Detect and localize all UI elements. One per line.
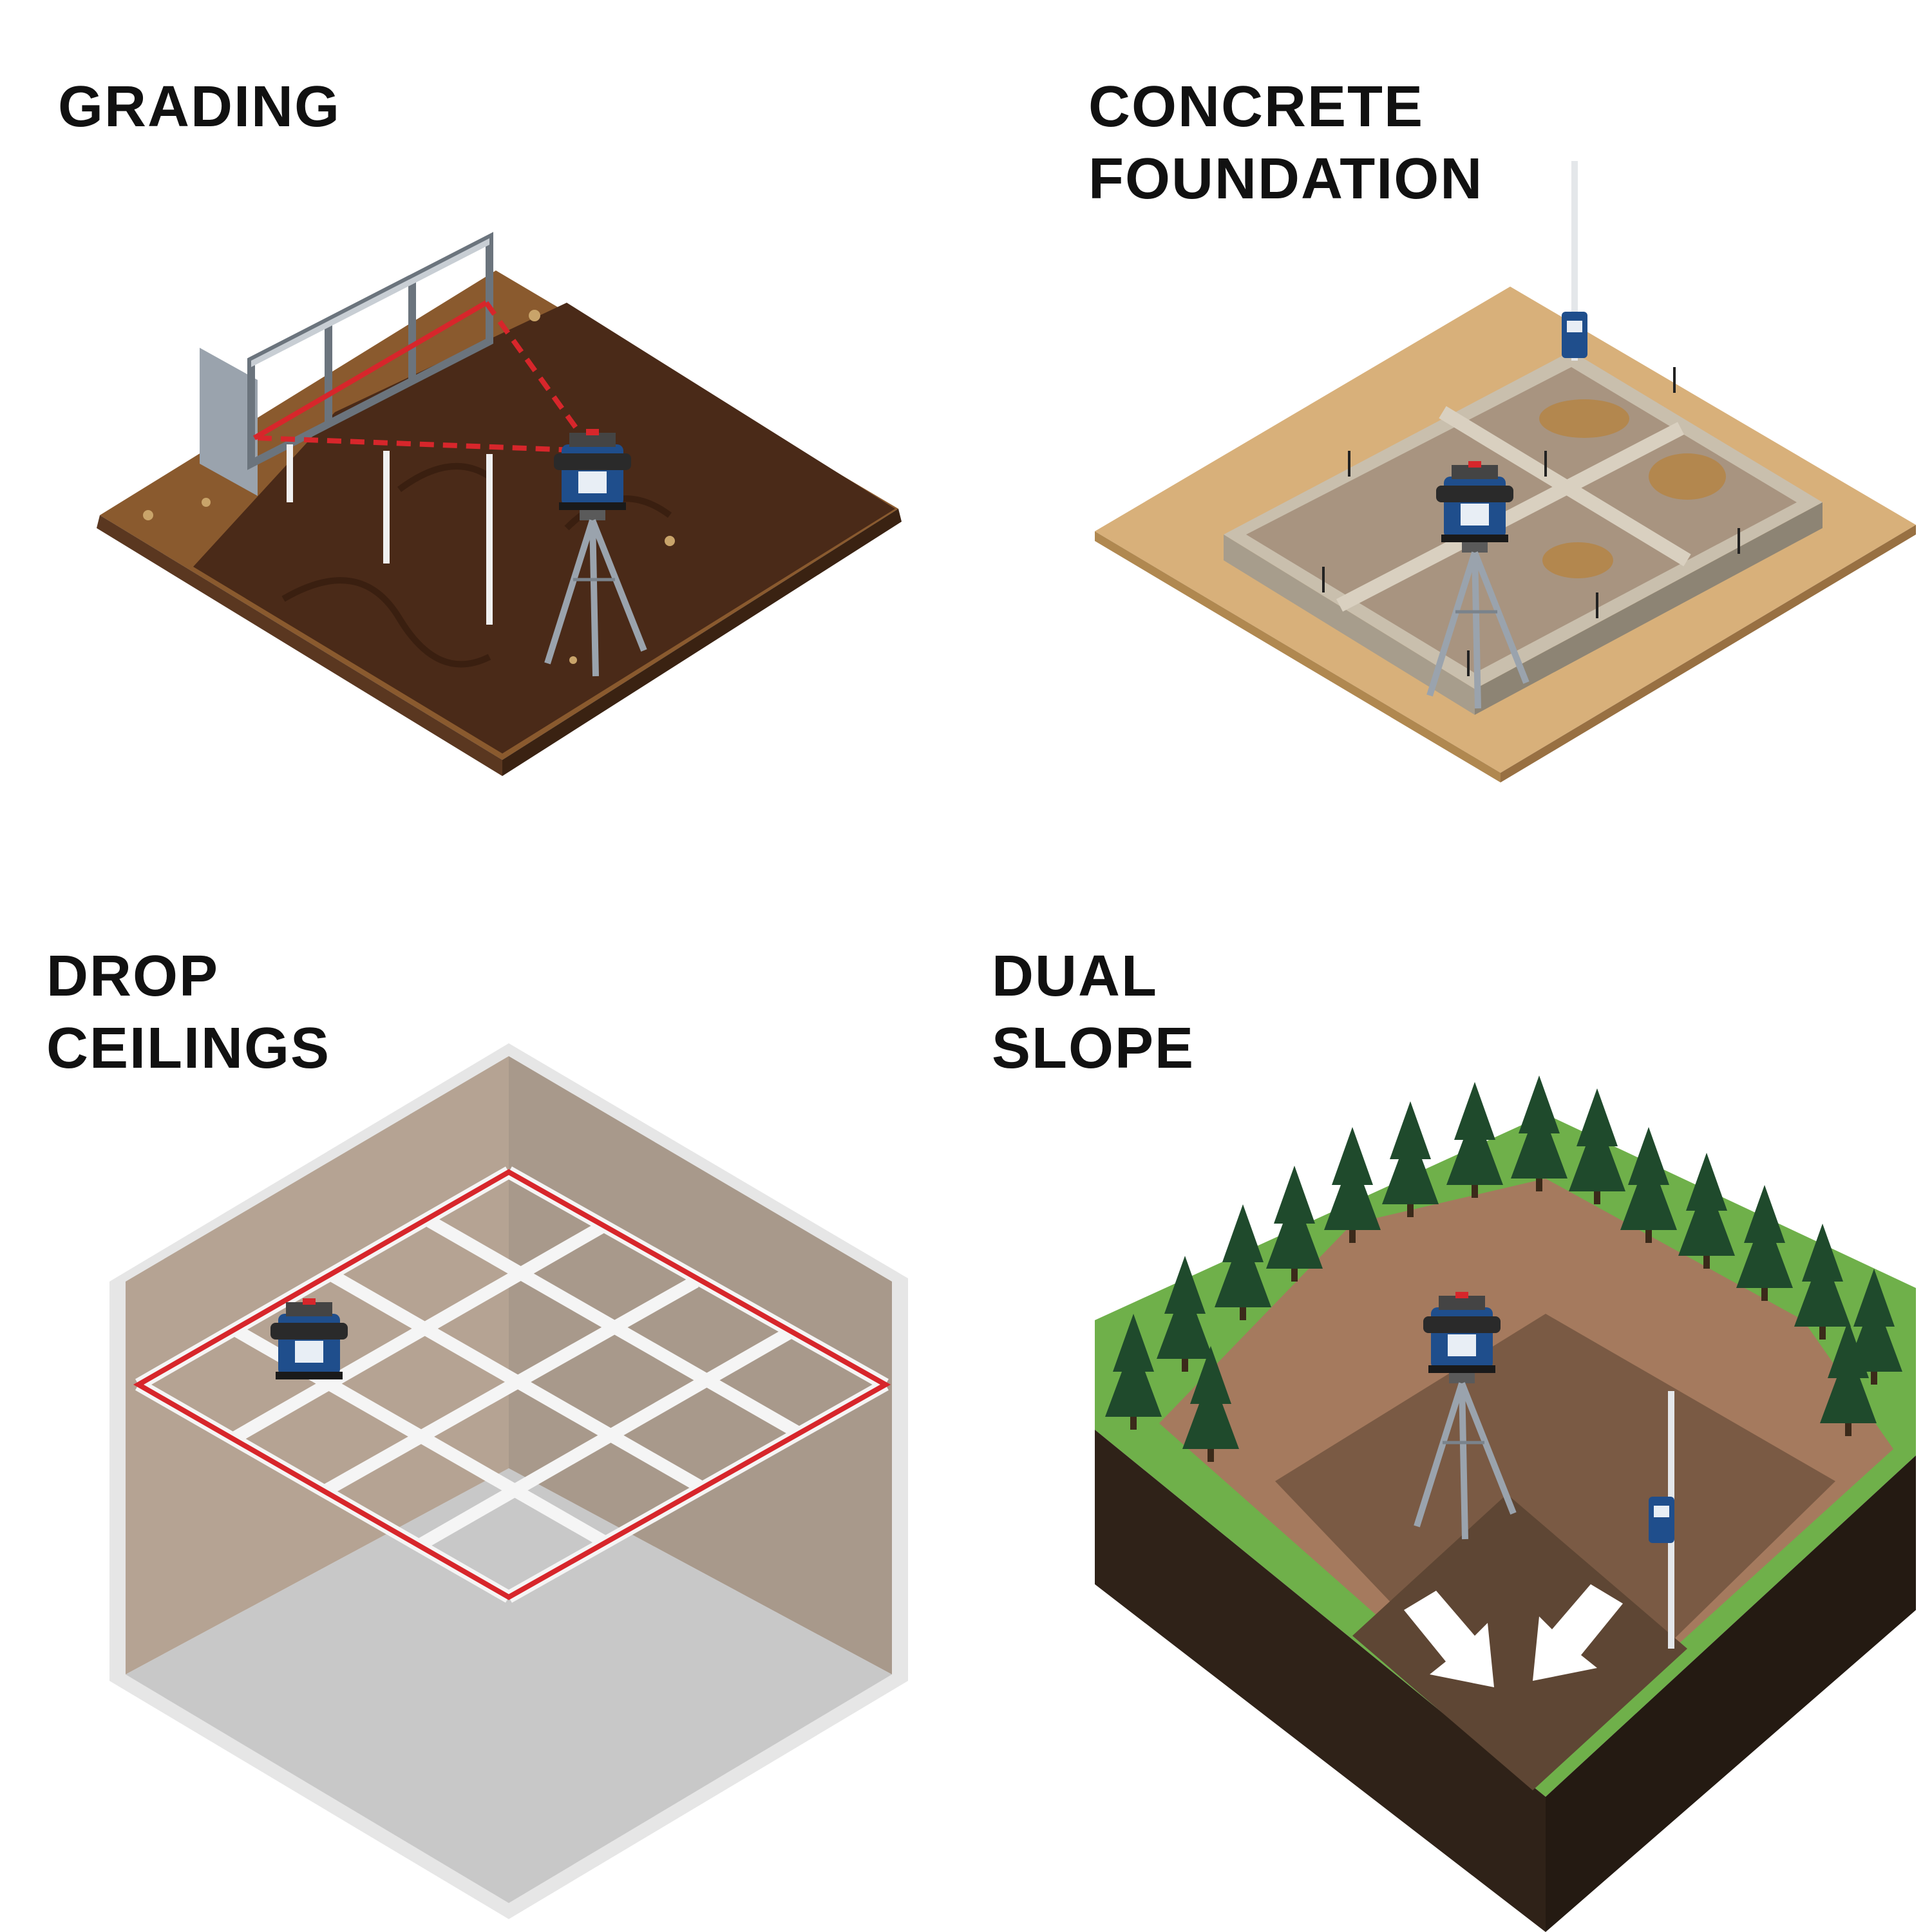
grading-excavation-pit [193,303,895,753]
slope-arrow-icon [1404,1591,1494,1687]
ceiling-laser-line [133,1169,891,1600]
room-concrete-floor [126,1468,892,1903]
concrete-receiver [1562,312,1587,358]
grading-wall-panel [200,348,258,496]
slope-arrow-panel [1352,1494,1687,1790]
title-grading: GRADING [58,71,341,143]
grading-pebbles [143,310,675,664]
grading-laser-lines [252,300,595,453]
slope-receiver [1649,1497,1674,1543]
grading-stakes [287,444,493,625]
foundation-anchor-bolts [1322,367,1740,676]
grading-scene [97,232,902,776]
title-dual-line2: SLOPE [992,1016,1195,1081]
slope-arrow-icon [1533,1584,1623,1681]
drop-ceiling-scene [109,1043,908,1919]
slope-arrows [1404,1584,1623,1687]
title-concrete-line1: CONCRETE [1088,75,1425,139]
concrete-scene [1095,161,1916,782]
title-drop-ceilings: DROP CEILINGS [46,940,330,1084]
title-concrete-foundation: CONCRETE FOUNDATION [1088,71,1483,215]
title-grading-line1: GRADING [58,75,341,139]
title-dual-line1: DUAL [992,944,1158,1009]
slope-right-soil [1546,1455,1916,1932]
title-drop-line2: CEILINGS [46,1016,331,1081]
foundation-inner-walls [1336,406,1691,612]
title-concrete-line2: FOUNDATION [1088,147,1484,211]
dual-slope-scene [1095,1075,1916,1932]
foundation-dirt-piles [1539,399,1726,578]
slope-left-soil [1095,1430,1546,1932]
title-drop-line1: DROP [46,944,220,1009]
title-dual-slope: DUAL SLOPE [992,940,1195,1084]
